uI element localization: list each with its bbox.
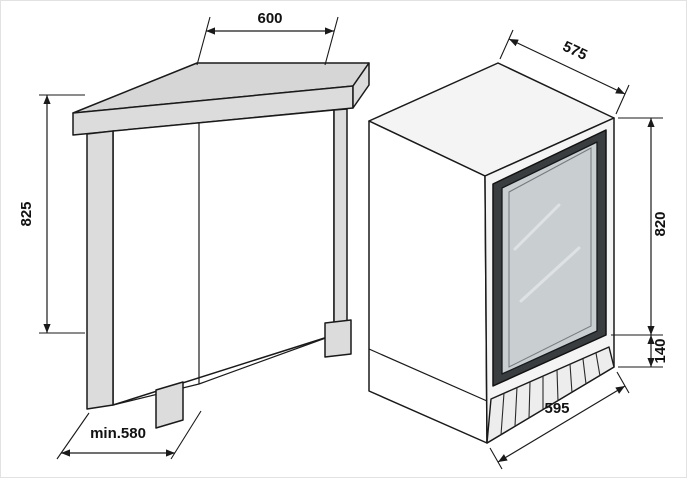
appliance-glass-inner-frame xyxy=(508,147,592,368)
appliance-depth-dim-label: 575 xyxy=(560,38,590,64)
appliance-plinth-dim-label: 140 xyxy=(652,338,669,363)
cabinet-left-side-panel xyxy=(86,130,114,410)
dim-cabinet-width-extensions xyxy=(196,16,339,66)
appliance-door-glass xyxy=(501,141,598,375)
dim-appliance-height-extensions xyxy=(611,117,663,368)
cabinet-right-stile xyxy=(333,108,348,336)
cabinet-foot-left xyxy=(155,381,184,429)
cabinet-height-dim-label: 825 xyxy=(18,201,35,226)
dim-appliance-depth-extensions xyxy=(499,29,630,115)
dim-appliance-depth-line xyxy=(508,38,626,95)
cabinet-foot-right xyxy=(324,319,352,358)
niche-opening xyxy=(112,109,335,406)
appliance-side-plinth-line xyxy=(368,348,488,402)
cabinet-width-dim-label: 600 xyxy=(257,10,282,27)
appliance-drawing xyxy=(368,62,615,444)
glass-reflection-lines xyxy=(513,203,581,303)
dim-appliance-width-line xyxy=(497,385,626,463)
cabinet-niche-drawing xyxy=(72,62,370,429)
appliance-height-dim-label: 820 xyxy=(652,211,669,236)
worktop-end-face xyxy=(352,62,370,109)
appliance-width-dim-label: 595 xyxy=(544,400,569,417)
cabinet-depth-dim-label: min.580 xyxy=(90,425,146,442)
appliance-left-side-face xyxy=(368,120,488,444)
dim-appliance-width-extensions xyxy=(489,371,630,470)
